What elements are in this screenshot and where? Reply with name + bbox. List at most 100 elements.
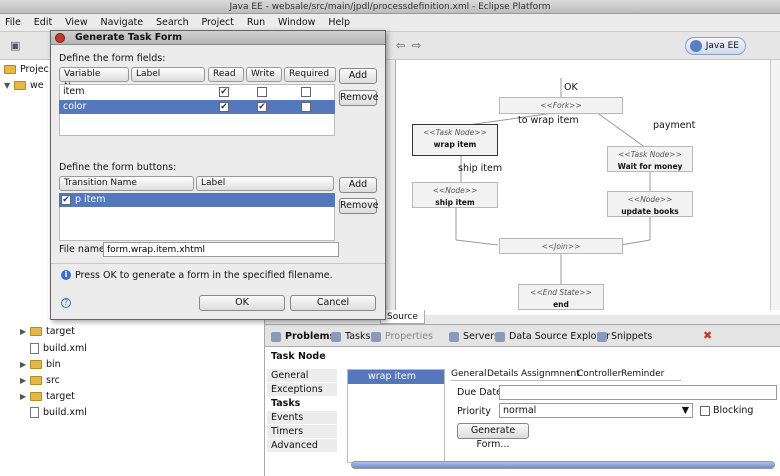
field-row-color[interactable] xyxy=(59,100,335,114)
button-row-name: p item xyxy=(75,194,106,205)
task-list[interactable]: wrap item xyxy=(347,369,445,463)
properties-view: Problems Tasks Properties Servers Data S… xyxy=(265,324,780,476)
node-ship-item[interactable]: <<Node>>ship item xyxy=(412,182,498,208)
column-write[interactable]: Write xyxy=(246,67,282,82)
info-message: Press OK to generate a form in the speci… xyxy=(75,270,333,281)
view-tabs: Problems Tasks Properties Servers Data S… xyxy=(265,325,780,347)
column-transition-name[interactable]: Transition Name xyxy=(59,176,194,191)
file-name-label: File name: xyxy=(59,244,109,255)
required-checkbox-color[interactable] xyxy=(301,102,311,112)
file-icon xyxy=(30,343,39,354)
back-icon[interactable]: ⇦ xyxy=(396,39,406,52)
due-date-field[interactable] xyxy=(499,385,777,400)
folder-icon xyxy=(30,376,42,385)
data-source-icon xyxy=(495,332,505,342)
menu-help[interactable]: Help xyxy=(328,17,350,28)
tree-item-build-xml-2[interactable]: build.xml xyxy=(30,405,87,420)
fork-node[interactable]: <<Fork>> xyxy=(499,97,623,114)
tab-properties[interactable]: Properties xyxy=(369,329,433,345)
column-variable-name[interactable]: Variable Name xyxy=(59,67,129,92)
detail-tabs: General Details Assignmnent Controller R… xyxy=(451,369,681,381)
task-node-wait-for-money[interactable]: <<Task Node>>Wait for money xyxy=(607,146,693,172)
side-tab-advanced[interactable]: Advanced xyxy=(267,439,337,453)
file-icon xyxy=(30,407,39,418)
close-icon[interactable]: ✖ xyxy=(703,329,713,342)
project-explorer-tab[interactable]: Projec xyxy=(4,62,49,77)
perspective-java-ee[interactable]: Java EE xyxy=(684,37,746,55)
node-update-books[interactable]: <<Node>>update books xyxy=(607,191,693,217)
menu-window[interactable]: Window xyxy=(277,17,316,28)
info-icon: i xyxy=(61,270,71,280)
column-label[interactable]: Label xyxy=(131,67,205,82)
remove-button-button[interactable]: Remove xyxy=(339,198,379,214)
join-node[interactable]: <<Join>> xyxy=(499,238,623,254)
menu-run[interactable]: Run xyxy=(246,17,266,28)
add-field-button[interactable]: Add xyxy=(339,68,377,84)
menu-file[interactable]: File xyxy=(5,17,21,28)
generate-form-button[interactable]: Generate Form... xyxy=(457,423,529,450)
required-checkbox-item[interactable] xyxy=(301,87,311,97)
read-checkbox-color[interactable]: ✔ xyxy=(219,102,229,112)
window-title: Java EE - websale/src/main/jpdl/processd… xyxy=(0,0,780,14)
button-row[interactable] xyxy=(59,193,335,207)
tree-item-build-xml[interactable]: build.xml xyxy=(30,341,87,356)
tree-item-target-2[interactable]: ▶target xyxy=(20,391,75,402)
servers-icon xyxy=(449,332,459,342)
properties-side-tabs: General Exceptions Tasks Events Timers A… xyxy=(267,369,337,461)
menu-navigate[interactable]: Navigate xyxy=(100,17,144,28)
menu-search[interactable]: Search xyxy=(155,17,189,28)
help-icon[interactable]: ? xyxy=(61,298,71,308)
detail-tab-reminder[interactable]: Reminder xyxy=(621,369,665,379)
add-button-button[interactable]: Add xyxy=(339,177,377,193)
remove-field-button[interactable]: Remove xyxy=(339,90,379,106)
field-row-item[interactable]: item xyxy=(63,86,85,97)
due-date-label: Due Date xyxy=(457,387,502,398)
menu-bar: File Edit View Navigate Search Project R… xyxy=(0,14,780,32)
side-tab-timers[interactable]: Timers xyxy=(267,425,337,439)
tab-problems[interactable]: Problems xyxy=(269,329,335,345)
source-tab[interactable]: Source xyxy=(380,310,425,324)
task-list-item[interactable]: wrap item xyxy=(348,370,444,384)
read-checkbox-item[interactable]: ✔ xyxy=(219,87,229,97)
file-name-field[interactable] xyxy=(103,242,339,257)
properties-icon xyxy=(371,332,381,342)
menu-project[interactable]: Project xyxy=(201,17,235,28)
side-tab-exceptions[interactable]: Exceptions xyxy=(267,383,337,397)
side-tab-events[interactable]: Events xyxy=(267,411,337,425)
tree-item-src[interactable]: ▶src xyxy=(20,375,60,386)
diagram-scrollbar[interactable] xyxy=(770,60,780,310)
ok-button[interactable]: OK xyxy=(199,295,285,311)
new-icon[interactable]: ▣ xyxy=(10,39,21,52)
menu-view[interactable]: View xyxy=(65,17,88,28)
tab-snippets[interactable]: Snippets xyxy=(595,329,652,345)
cancel-button[interactable]: Cancel xyxy=(290,295,376,311)
column-read[interactable]: Read xyxy=(208,67,244,82)
folder-icon xyxy=(30,392,42,401)
task-node-wrap-item[interactable]: <<Task Node>>wrap item xyxy=(412,124,498,156)
priority-select[interactable]: normal▼ xyxy=(499,403,693,418)
blocking-checkbox[interactable] xyxy=(700,406,710,416)
write-checkbox-item[interactable] xyxy=(257,87,267,97)
button-row-checkbox[interactable]: ✔ xyxy=(61,195,71,205)
tab-servers[interactable]: Servers xyxy=(447,329,499,345)
column-button-label[interactable]: Label xyxy=(196,176,334,191)
end-state-node[interactable]: <<End State>>end xyxy=(518,284,604,310)
side-tab-tasks[interactable]: Tasks xyxy=(267,397,337,411)
tab-tasks[interactable]: Tasks xyxy=(329,329,370,345)
detail-tab-controller[interactable]: Controller xyxy=(577,369,622,379)
detail-tab-assignment[interactable]: Assignmnent xyxy=(521,369,580,379)
tree-item-project[interactable]: ▼we xyxy=(4,80,44,91)
detail-tab-general[interactable]: General xyxy=(451,369,487,379)
tree-item-target[interactable]: ▶target xyxy=(20,326,75,337)
close-icon[interactable] xyxy=(55,33,65,43)
write-checkbox-color[interactable]: ✔ xyxy=(257,102,267,112)
tree-item-bin[interactable]: ▶bin xyxy=(20,359,61,370)
process-diagram-editor[interactable]: <<Fork>> <<Task Node>>wrap item <<Task N… xyxy=(395,60,780,315)
horizontal-scrollbar[interactable] xyxy=(351,461,775,469)
tab-data-source-explorer[interactable]: Data Source Explorer xyxy=(493,329,610,345)
column-required[interactable]: Required xyxy=(284,67,336,82)
side-tab-general[interactable]: General xyxy=(267,369,337,383)
menu-edit[interactable]: Edit xyxy=(33,17,53,28)
detail-tab-details[interactable]: Details xyxy=(487,369,519,379)
forward-icon[interactable]: ⇨ xyxy=(412,39,422,52)
